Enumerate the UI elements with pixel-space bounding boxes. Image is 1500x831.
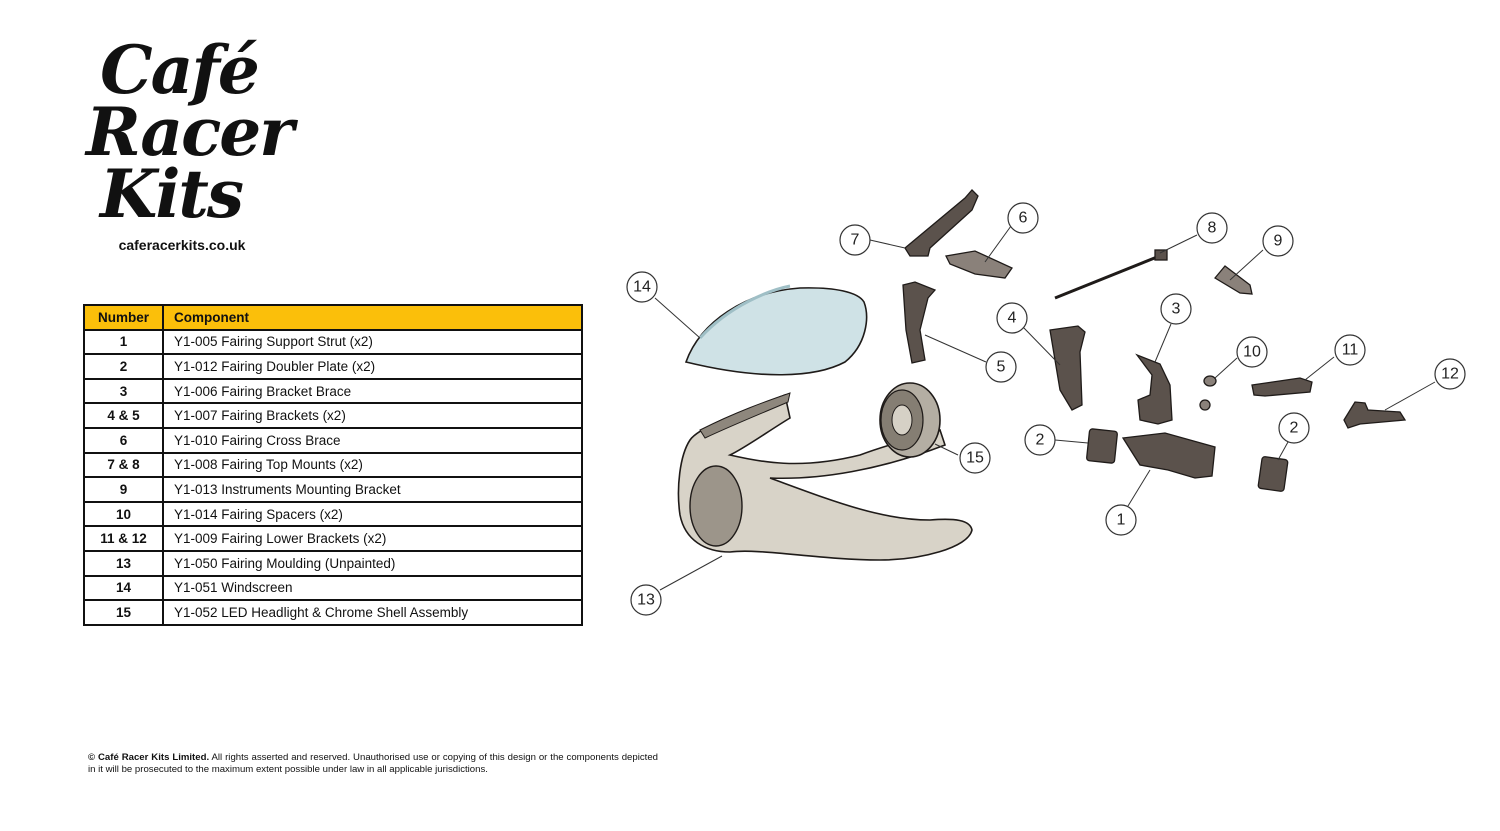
svg-text:14: 14: [633, 279, 651, 296]
copyright-owner: © Café Racer Kits Limited.: [88, 752, 210, 763]
row-component: Y1-050 Fairing Moulding (Unpainted): [162, 549, 583, 577]
row-component: Y1-052 LED Headlight & Chrome Shell Asse…: [162, 599, 583, 626]
svg-text:10: 10: [1243, 344, 1261, 361]
row-number: 4 & 5: [83, 402, 164, 429]
svg-text:7: 7: [851, 232, 860, 249]
fairing-bracket-part-5: [902, 281, 937, 364]
row-component: Y1-009 Fairing Lower Brackets (x2): [162, 525, 583, 552]
svg-text:1: 1: [1117, 512, 1126, 529]
callout-10: 10: [1236, 336, 1268, 368]
svg-text:15: 15: [966, 450, 984, 467]
callout-9: 9: [1262, 225, 1294, 257]
svg-text:2: 2: [1036, 432, 1045, 449]
callout-13: 13: [630, 584, 662, 616]
cross-brace-part: [945, 250, 1013, 279]
logo-line-kits: Kits: [99, 155, 244, 233]
company-logo: Café Racer Kits: [70, 37, 300, 235]
row-component: Y1-013 Instruments Mounting Bracket: [162, 476, 583, 503]
instruments-bracket-part: [1214, 265, 1253, 295]
doubler-plate-part-right: [1257, 456, 1289, 492]
callout-14: 14: [626, 271, 658, 303]
callout-2-left: 2: [1024, 424, 1056, 456]
row-number: 10: [83, 500, 164, 528]
svg-text:6: 6: [1019, 210, 1028, 227]
callout-15: 15: [959, 442, 991, 474]
callout-4: 4: [996, 302, 1028, 334]
row-number: 3: [83, 377, 164, 405]
callout-6: 6: [1007, 202, 1039, 234]
table-header-row: Number Component: [83, 304, 583, 331]
row-component: Y1-005 Fairing Support Strut (x2): [162, 328, 583, 356]
lower-bracket-part-11: [1251, 377, 1313, 397]
bracket-brace-part: [1135, 353, 1173, 425]
top-mount-part-7: [904, 189, 979, 257]
number-header: Number: [83, 304, 164, 331]
copyright-text: All rights asserted and reserved. Unauth…: [88, 752, 658, 775]
svg-text:3: 3: [1172, 301, 1181, 318]
fairing-bracket-part-4: [1049, 325, 1086, 411]
svg-text:5: 5: [997, 359, 1006, 376]
windscreen-part: [684, 284, 868, 376]
row-component: Y1-051 Windscreen: [162, 574, 583, 602]
row-number: 6: [83, 426, 164, 454]
svg-text:2: 2: [1290, 420, 1299, 437]
doubler-plate-part-left: [1086, 428, 1118, 464]
row-component: Y1-007 Fairing Brackets (x2): [162, 402, 583, 429]
svg-text:13: 13: [637, 592, 655, 609]
callout-7: 7: [839, 224, 871, 256]
website-url: caferacerkits.co.uk: [118, 237, 246, 253]
lower-bracket-part-12: [1343, 401, 1407, 429]
top-mount-part-8: [1054, 249, 1168, 300]
svg-text:8: 8: [1208, 220, 1217, 237]
callout-2-right: 2: [1278, 412, 1310, 444]
logo-line-racer: Racer: [85, 93, 294, 171]
fairing-spacers-part: [1199, 375, 1217, 411]
callout-11: 11: [1334, 334, 1366, 366]
row-component: Y1-008 Fairing Top Mounts (x2): [162, 451, 583, 479]
callout-12: 12: [1434, 358, 1466, 390]
row-number: 14: [83, 574, 164, 602]
headlight-part: [879, 382, 941, 458]
row-number: 11 & 12: [83, 525, 164, 552]
callout-5: 5: [985, 351, 1017, 383]
svg-text:11: 11: [1342, 342, 1359, 359]
svg-text:4: 4: [1008, 310, 1017, 327]
fairing-moulding-part: [677, 392, 973, 561]
support-strut-part: [1121, 432, 1216, 479]
callout-8: 8: [1196, 212, 1228, 244]
svg-text:12: 12: [1441, 366, 1459, 383]
callout-3: 3: [1160, 293, 1192, 325]
component-header: Component: [162, 304, 583, 331]
row-number: 15: [83, 599, 164, 626]
logo-line-cafe: Café: [100, 31, 260, 109]
copyright-notice: © Café Racer Kits Limited. All rights as…: [88, 752, 658, 776]
svg-text:9: 9: [1274, 233, 1283, 250]
leader-lines: [654, 225, 1436, 591]
callout-1: 1: [1105, 504, 1137, 536]
